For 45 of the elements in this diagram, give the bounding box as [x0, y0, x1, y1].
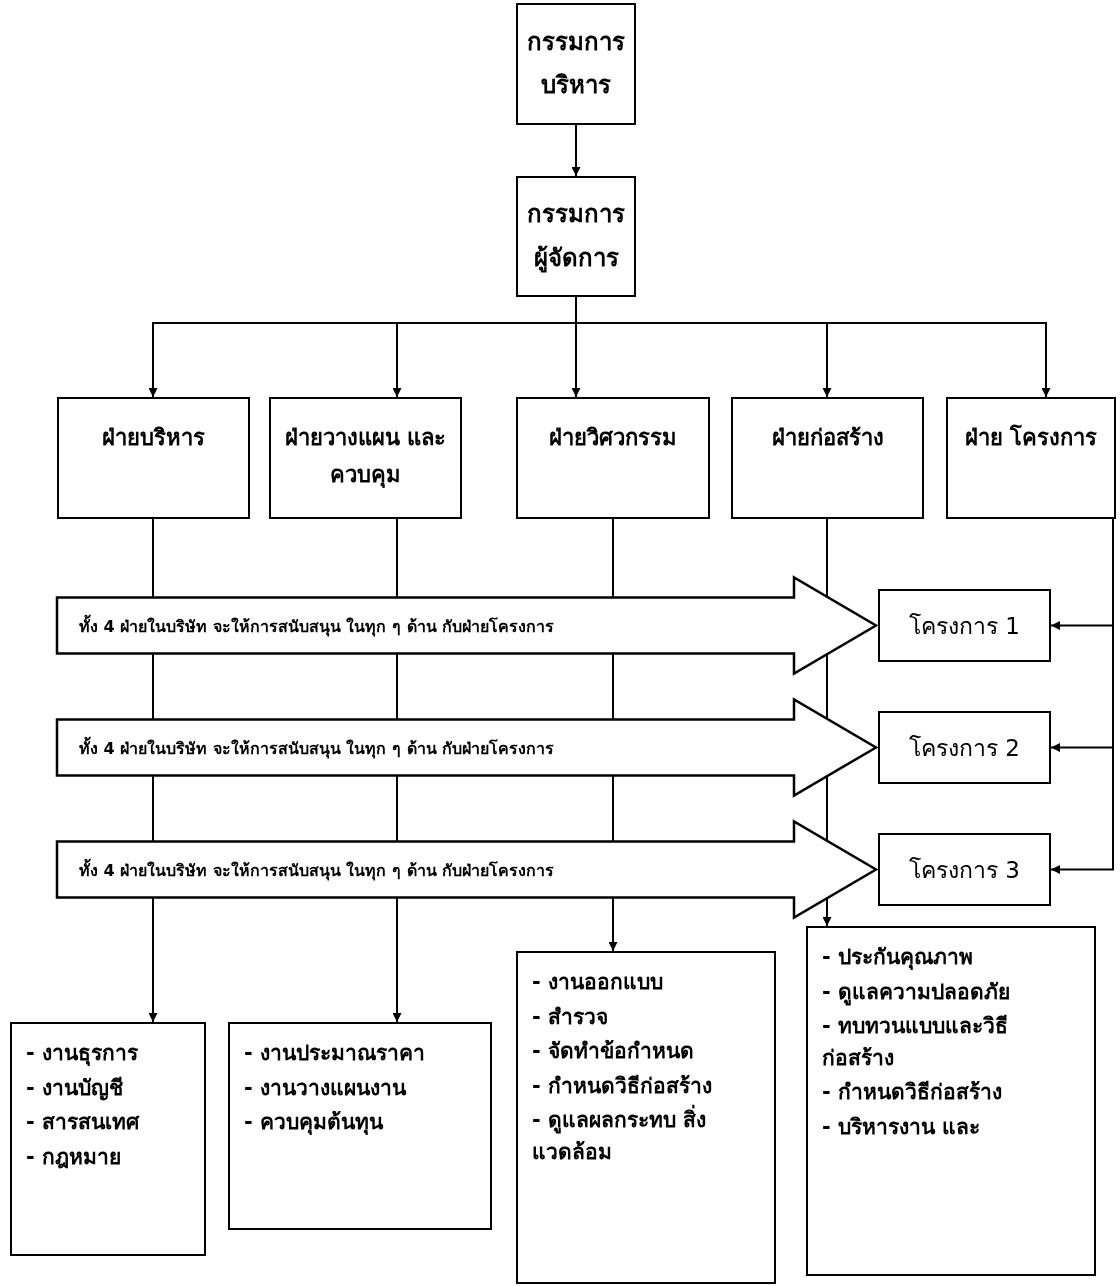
task-item: - สารสนเทศ: [26, 1109, 140, 1136]
position-box: [516, 3, 636, 125]
connector-arrow: [571, 124, 581, 177]
task-item: - ทบทวนแบบและวิธี ก่อสร้าง: [822, 1013, 1010, 1072]
task-list-box: [228, 1022, 492, 1230]
edge-label: ทั้ง 4 ฝ่ายในบริษัท จะให้การสนับสนุน ในทุก ๆ ด้าน กับฝ่ายโครงการ: [79, 735, 555, 760]
task-item: - จัดทำข้อกำหนด: [532, 1038, 695, 1065]
department-box: [946, 397, 1116, 519]
task-item: - กฎหมาย: [26, 1143, 122, 1171]
task-item: - กำหนดวิธีก่อสร้าง: [532, 1072, 713, 1100]
task-item: - บริหารงาน และ: [822, 1113, 981, 1141]
task-item: - งานบัญชี: [26, 1074, 124, 1103]
project-box: [878, 589, 1051, 662]
project-box: [878, 711, 1051, 784]
department-name: ฝ่าย โครงการ: [964, 423, 1098, 452]
department-box: [516, 397, 710, 519]
position-title: กรรมการ ผู้จัดการ: [526, 199, 626, 275]
department-name: ฝ่ายบริหาร: [102, 424, 205, 452]
department-box: [269, 397, 462, 519]
project-name: โครงการ 1: [909, 611, 1020, 641]
task-list-box: [516, 951, 776, 1284]
project-box: [878, 833, 1051, 906]
department-name: ฝ่ายก่อสร้าง: [771, 424, 884, 452]
task-item: - ดูแลความปลอดภัย: [822, 978, 1011, 1008]
task-item: - ควบคุมต้นทุน: [244, 1109, 384, 1137]
edge-label: ทั้ง 4 ฝ่ายในบริษัท จะให้การสนับสนุน ในทุก ๆ ด้าน กับฝ่ายโครงการ: [79, 857, 555, 882]
task-item: - ประกันคุณภาพ: [822, 944, 974, 972]
task-item: - งานธุรการ: [26, 1040, 139, 1068]
position-box: [516, 176, 636, 297]
department-box: [57, 397, 250, 519]
task-item: - กำหนดวิธีก่อสร้าง: [822, 1079, 1003, 1106]
task-item: - สำรวจ: [532, 1003, 609, 1031]
position-title: กรรมการ บริหาร: [526, 26, 626, 101]
task-item: - งานออกแบบ: [532, 969, 664, 996]
task-list-box: [10, 1022, 206, 1256]
task-item: - งานวางแผนงาน: [244, 1074, 407, 1102]
department-box: [731, 397, 924, 519]
project-name: โครงการ 2: [909, 733, 1020, 763]
edge-label: ทั้ง 4 ฝ่ายในบริษัท จะให้การสนับสนุน ในทุก ๆ ด้าน กับฝ่ายโครงการ: [79, 613, 555, 638]
department-name: ฝ่ายวิศวกรรม: [549, 424, 677, 452]
task-list-box: [806, 926, 1096, 1276]
project-name: โครงการ 3: [909, 855, 1020, 885]
task-item: - งานประมาณราคา: [244, 1040, 426, 1067]
department-name: ฝ่ายวางแผน และควบคุม: [283, 424, 448, 490]
task-item: - ดูแลผลกระทบ สิ่งแวดล้อม: [532, 1105, 766, 1168]
